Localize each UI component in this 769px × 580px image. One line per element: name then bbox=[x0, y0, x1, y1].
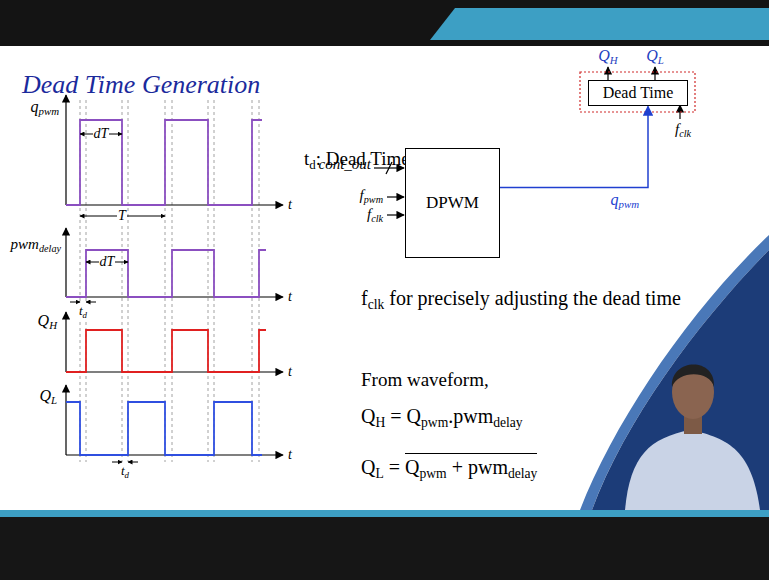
presenter-body bbox=[625, 430, 760, 510]
signal-label: fclk bbox=[674, 121, 692, 140]
signal-label: fclk bbox=[366, 206, 384, 225]
axis-label: t bbox=[287, 447, 293, 463]
slide-title: Dead Time Generation bbox=[22, 70, 260, 100]
axis-label: t bbox=[287, 197, 293, 213]
y-axis bbox=[65, 95, 66, 205]
signal-label: QL bbox=[645, 47, 665, 67]
process-box: DPWM bbox=[405, 148, 500, 258]
delayed-waveform bbox=[66, 250, 266, 297]
signal-label: QH bbox=[37, 312, 58, 332]
swoosh-edge bbox=[580, 235, 769, 510]
input-arrow bbox=[387, 196, 404, 197]
signal-label: QL bbox=[38, 387, 58, 407]
signal-label: pwmdelay bbox=[10, 236, 62, 255]
dead-time-boundary bbox=[580, 72, 695, 112]
bottom-accent bbox=[0, 510, 769, 517]
dimension-label: T bbox=[117, 208, 127, 224]
dead-time-arrow bbox=[86, 302, 96, 303]
box-text: DPWM bbox=[426, 193, 479, 213]
pwm-waveform bbox=[66, 120, 262, 205]
dead-time-arrow bbox=[70, 302, 80, 303]
output-arrow bbox=[607, 67, 608, 80]
connector-label: qpwm bbox=[609, 191, 640, 211]
dead-time-arrow bbox=[128, 462, 138, 463]
note-text: fclk for precisely adjusting the dead ti… bbox=[360, 287, 682, 313]
signal-label: fpwm bbox=[359, 187, 384, 206]
top-bar bbox=[0, 0, 769, 46]
equation: QL = Qpwm + pwmdelay bbox=[360, 453, 538, 482]
y-axis bbox=[65, 228, 66, 297]
axes bbox=[66, 95, 283, 455]
signal-label: QH bbox=[597, 47, 618, 67]
y-axis bbox=[65, 385, 66, 455]
dimension-arrows bbox=[70, 134, 165, 462]
signal-label: cont_out bbox=[318, 156, 373, 173]
signal-label: qpwm bbox=[29, 98, 60, 118]
equation: QH = Qpwm.pwmdelay bbox=[360, 405, 524, 431]
low-side-waveform bbox=[66, 402, 262, 455]
dimension-label: td bbox=[120, 464, 130, 480]
high-side-waveform bbox=[66, 330, 266, 372]
output-arrow bbox=[654, 67, 655, 80]
axis-label: t bbox=[287, 289, 293, 305]
dead-time-arrow bbox=[112, 462, 122, 463]
dimension-label: td bbox=[78, 304, 88, 320]
y-axis bbox=[65, 312, 66, 372]
presenter-head bbox=[672, 365, 714, 419]
axis-label: t bbox=[287, 364, 293, 380]
box-text: Dead Time bbox=[603, 84, 674, 102]
presenter-hair bbox=[672, 364, 714, 387]
dimension-label: dT bbox=[93, 126, 110, 142]
input-arrow bbox=[387, 214, 404, 215]
top-accent bbox=[430, 8, 769, 40]
signal-connector bbox=[500, 106, 648, 187]
bottom-bar bbox=[0, 517, 769, 580]
note-text: From waveform, bbox=[360, 369, 490, 391]
guide-lines bbox=[80, 100, 259, 462]
dimension-label: dT bbox=[99, 254, 116, 270]
process-box: Dead Time bbox=[588, 80, 688, 106]
